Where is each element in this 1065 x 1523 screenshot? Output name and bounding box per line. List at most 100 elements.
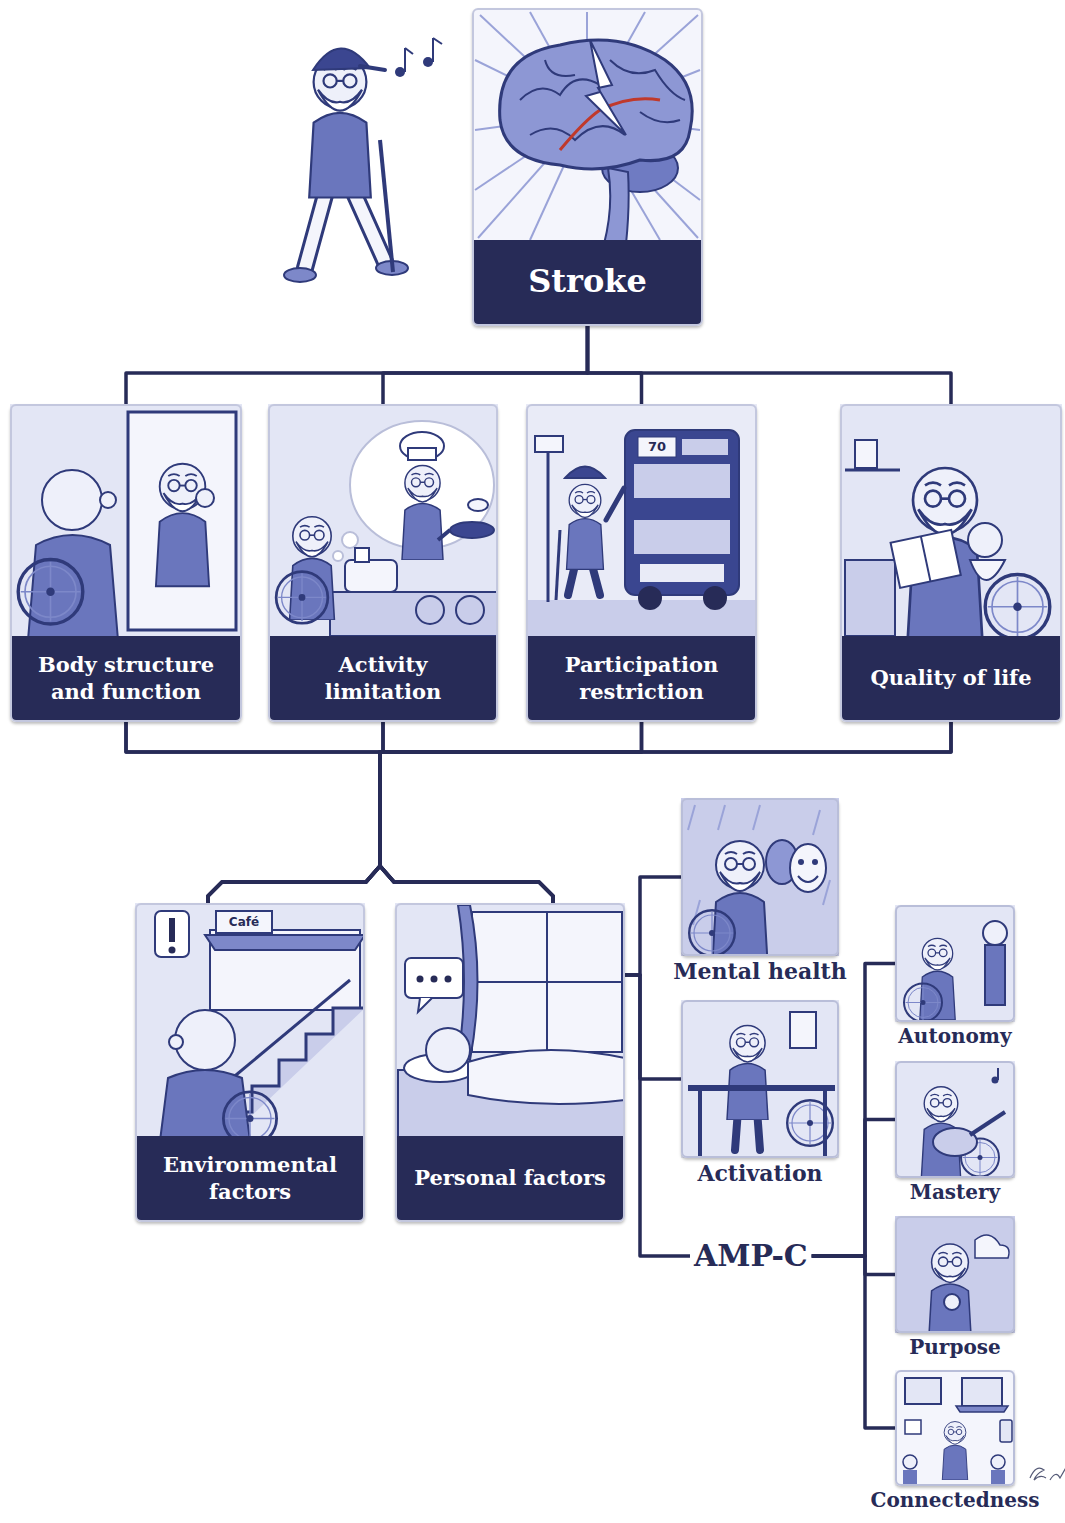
bed-illustration [426,1028,470,1072]
mirror-illustration [100,492,116,508]
stairs-illustration [216,911,272,933]
picture-caption: Activation [650,1161,870,1186]
connectedness-illustration [903,1455,917,1469]
bed-illustration [431,976,438,983]
picture-frame [681,798,839,956]
guitar-illustration [895,1061,1015,1178]
masks-illustration [688,805,695,830]
connectedness-illustration [895,1370,1015,1486]
kitchen-illustration [333,551,343,561]
brain-illustration [586,40,626,135]
card-label: Quality of life [854,664,1048,691]
bus-illustration [634,520,730,554]
impact-card: Quality of life [840,404,1062,722]
tree-connector [126,722,380,903]
route-number: 70 [638,437,676,457]
impact-card: Participation restriction [526,404,757,722]
picture-frame [895,1216,1015,1333]
bus-illustration [682,439,728,455]
masks-illustration [798,859,804,865]
picture-frame [895,905,1015,1022]
bus-illustration [703,586,727,610]
tree-connector [383,326,588,404]
stairs-illustration [160,1070,250,1141]
bus-illustration [547,440,550,602]
label-band: Activity limitation [270,636,496,720]
autonomy-illustration [985,945,1005,1005]
picture-caption: Autonomy [857,1025,1053,1048]
bed-illustration [468,1050,625,1104]
masks-illustration [689,910,735,956]
parallel-bars-illustration [681,1000,839,1158]
kitchen-illustration [268,404,498,636]
tree-connector [812,1120,895,1257]
bus-illustration [565,467,605,479]
brain-illustration [640,112,680,122]
walking-elder-figure [432,38,434,62]
autonomy-illustration [983,921,1007,945]
caption-holder: Purpose [857,1336,1053,1359]
caption-holder: Mental health [650,959,870,984]
tree-connector [208,722,642,903]
stairs-illustration [155,911,189,957]
kitchen-illustration [402,465,443,560]
walking-elder-figure [284,268,316,282]
connectedness-illustration [956,1406,1008,1412]
grandchild-illustration [970,560,1005,580]
purpose-illustration [895,1216,1015,1333]
kitchen-illustration [342,532,358,548]
tree-connector [126,722,553,903]
grandchild-illustration [845,560,895,636]
sign-text: Café [216,911,272,933]
guitar-illustration [933,1128,977,1156]
illustration-window [397,905,623,1136]
connectedness-illustration [895,1370,1015,1486]
stairs-illustration [205,935,365,950]
kitchen-illustration [268,404,498,636]
illustration-window [474,10,701,240]
label-band: Environmental factors [137,1136,363,1220]
walking-elder-figure [380,140,393,272]
guitar-illustration [997,1068,999,1080]
bed-illustration [418,998,432,1012]
tree-connector [625,877,681,975]
masks-illustration [712,841,768,956]
card-label: Activity limitation [282,651,484,706]
grandchild-illustration [891,530,961,588]
kitchen-illustration [438,530,450,540]
bus-illustration [640,564,724,582]
grandchild-illustration [855,440,877,468]
tree-connector [812,964,895,1257]
tree-connector [208,722,383,903]
picture-caption: Mental health [650,959,870,984]
purpose-illustration [929,1244,972,1333]
stairs-illustration [169,1035,183,1049]
kitchen-illustration [345,560,397,592]
purpose-illustration [944,1294,960,1310]
picture-frame [681,1000,839,1158]
masks-illustration [753,805,760,830]
artist-signature [1030,1464,1065,1480]
masks-illustration [812,859,818,865]
masks-illustration [790,844,826,892]
stairs-illustration [169,918,175,942]
mirror-illustration [128,412,236,630]
autonomy-illustration [895,905,1015,1022]
kitchen-illustration [330,592,498,636]
brain-illustration [545,60,575,76]
caption-holder: Activation [650,1161,870,1186]
bus-illustration [606,488,624,520]
bus-illustration [638,437,676,457]
illustration-window [528,406,755,636]
illustration-window [12,406,240,636]
mirror-illustration [196,489,214,507]
kitchen-illustration [355,548,369,562]
walking-elder-figure [423,57,433,67]
illustration-window [270,406,496,636]
picture-box: Connectedness [895,1370,1015,1512]
bed-illustration [472,981,622,983]
mirror-illustration [156,464,209,587]
stroke-card: Stroke [472,8,703,326]
tree-connector [812,1256,895,1428]
walking-elder-figure [433,38,442,44]
